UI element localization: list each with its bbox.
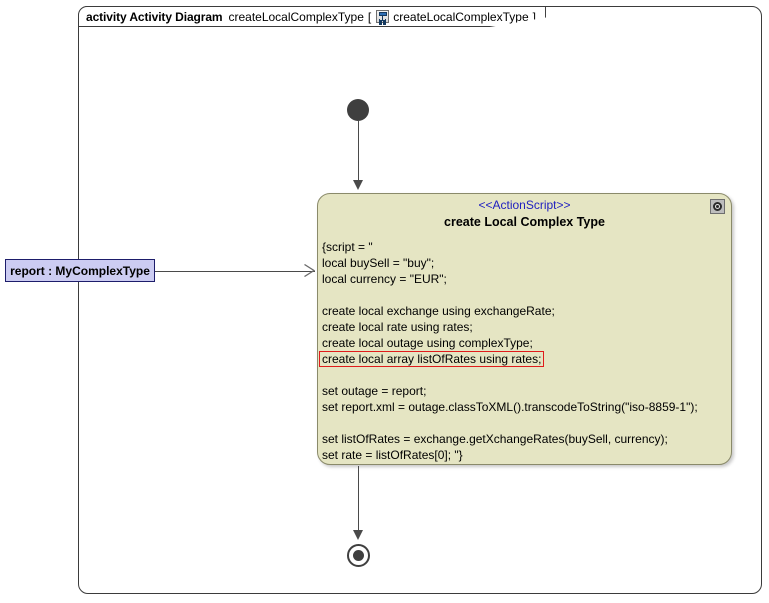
script-line: local buySell = "buy"; — [322, 256, 435, 270]
frame-bracket-open: [ — [367, 9, 372, 24]
script-line: {script = " — [322, 240, 373, 254]
action-script-body: {script = " local buySell = "buy"; local c… — [318, 239, 731, 463]
arrowhead-object-to-action — [304, 264, 315, 277]
frame-kind-label: activity Activity Diagram — [86, 9, 223, 24]
edge-action-to-final[interactable] — [357, 466, 359, 531]
script-line: create local outage using complexType; — [322, 336, 533, 350]
script-line-highlighted: create local array listOfRates using rat… — [319, 351, 728, 367]
activity-final-node[interactable] — [347, 544, 370, 567]
initial-node[interactable] — [347, 99, 369, 121]
diagram-frame-header: activity Activity Diagram createLocalCom… — [78, 6, 546, 27]
script-line: create local rate using rates; — [322, 320, 473, 334]
script-marker-icon[interactable] — [710, 199, 725, 214]
script-line: set outage = report; — [322, 384, 427, 398]
frame-context-name: createLocalComplexType — [393, 9, 529, 24]
object-node-label: report : MyComplexType — [10, 263, 150, 278]
activity-diagram-icon — [376, 10, 390, 23]
activity-final-node-inner — [353, 550, 364, 561]
edge-object-to-action[interactable] — [155, 270, 315, 272]
action-node-create-local-complex-type[interactable]: <<ActionScript>> create Local Complex Ty… — [317, 193, 732, 465]
script-line — [322, 367, 728, 383]
arrowhead-initial-to-action — [353, 180, 363, 190]
script-line — [322, 415, 728, 431]
script-line: create local exchange using exchangeRate… — [322, 304, 555, 318]
script-line: local currency = "EUR"; — [322, 272, 447, 286]
frame-bracket-close: ] — [532, 9, 536, 24]
script-line: set listOfRates = exchange.getXchangeRat… — [322, 432, 668, 446]
script-marker-dot — [716, 205, 719, 208]
action-title: create Local Complex Type — [444, 215, 605, 229]
script-line-highlight-box: create local array listOfRates using rat… — [319, 351, 545, 367]
script-line — [322, 287, 728, 303]
action-stereotype: <<ActionScript>> — [478, 198, 571, 212]
object-node-report[interactable]: report : MyComplexType — [5, 259, 155, 282]
edge-initial-to-action[interactable] — [357, 121, 359, 181]
script-line: set report.xml = outage.classToXML().tra… — [322, 400, 698, 414]
script-line: set rate = listOfRates[0]; "} — [322, 448, 463, 462]
arrowhead-action-to-final — [353, 530, 363, 540]
frame-diagram-name: createLocalComplexType — [228, 9, 364, 24]
